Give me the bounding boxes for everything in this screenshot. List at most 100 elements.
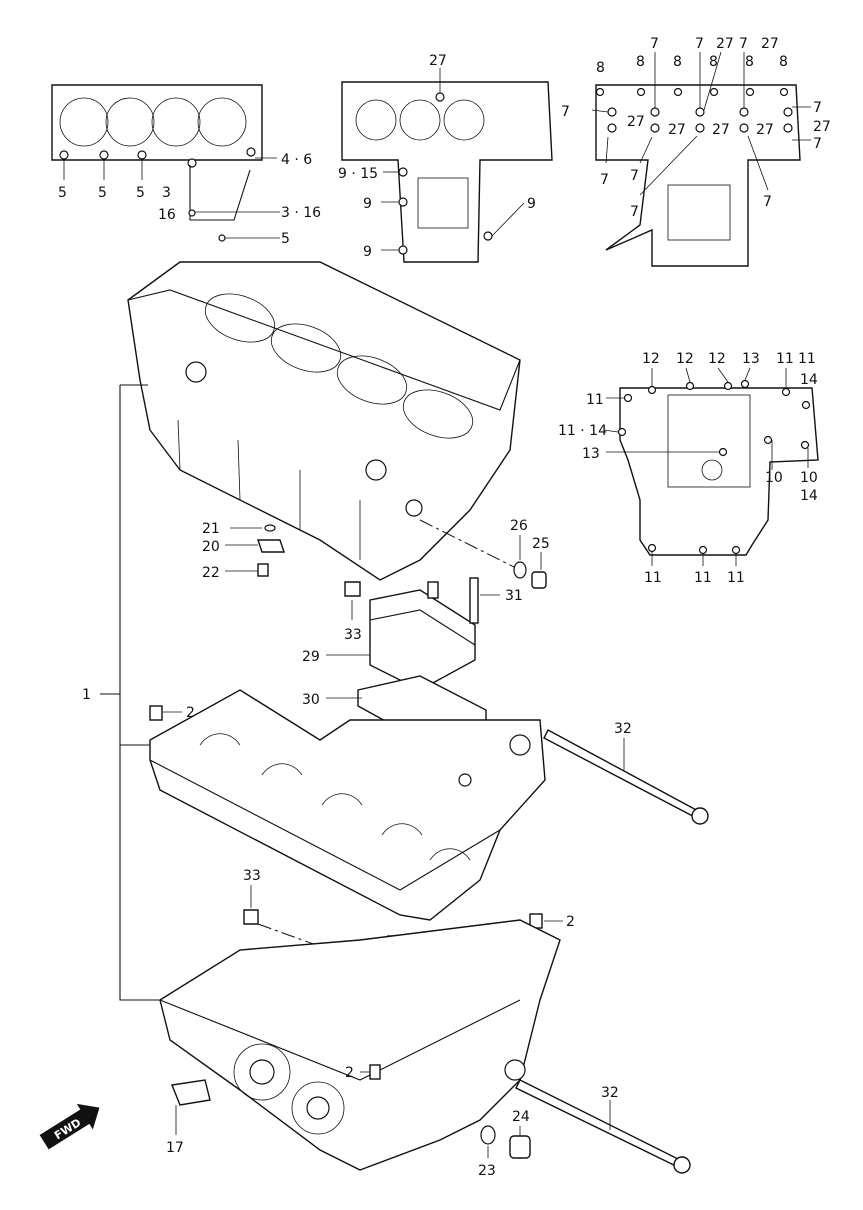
callout-5b: 5: [98, 185, 107, 201]
part-2a: [149, 705, 163, 721]
callout-27c: 27: [627, 114, 645, 130]
callout-7f: 7: [813, 136, 822, 152]
callout-29: 29: [302, 649, 320, 665]
fwd-arrow-icon: FWD: [39, 1103, 100, 1150]
part-32b-head: [673, 1156, 691, 1174]
callout-7i: 7: [630, 204, 639, 220]
callout-17: 17: [166, 1140, 184, 1156]
callout-3-16: 3 · 16: [281, 205, 321, 221]
callout-8e: 8: [745, 54, 754, 70]
upper-case-inset: [341, 68, 553, 263]
callout-9-15: 9 · 15: [338, 166, 378, 182]
callout-11d: 11: [644, 570, 662, 586]
callout-7j: 7: [763, 194, 772, 210]
part-2c: [369, 1064, 381, 1080]
callout-2c: 2: [345, 1065, 354, 1081]
part-20: [257, 539, 285, 553]
part-24: [509, 1135, 531, 1159]
callout-8b: 8: [636, 54, 645, 70]
part-17: [171, 1079, 211, 1106]
callout-9b: 9: [363, 244, 372, 260]
cylinder-block: [127, 261, 521, 581]
dash-26: [419, 519, 521, 571]
callout-31: 31: [505, 588, 523, 604]
part-31-bolt: [469, 577, 479, 624]
callout-12a: 12: [642, 351, 660, 367]
callout-11c: 11: [586, 392, 604, 408]
callout-7e: 7: [813, 100, 822, 116]
callout-16: 16: [158, 207, 176, 223]
lower-crankcase: [159, 919, 561, 1171]
callout-12c: 12: [708, 351, 726, 367]
callout-10a: 10: [765, 470, 783, 486]
callout-2b: 2: [566, 914, 575, 930]
callout-27g: 27: [813, 119, 831, 135]
middle-crankcase: [149, 689, 546, 921]
callout-30: 30: [302, 692, 320, 708]
callout-13b: 13: [582, 446, 600, 462]
part-21: [264, 524, 276, 532]
callout-7c: 7: [739, 36, 748, 52]
part-33b: [243, 909, 259, 925]
callout-13a: 13: [742, 351, 760, 367]
gasket-inset: [51, 84, 280, 242]
callout-21: 21: [202, 521, 220, 537]
part-33-nut: [344, 581, 361, 597]
callout-8d: 8: [709, 54, 718, 70]
callout-8f: 8: [779, 54, 788, 70]
callout-8a: 8: [596, 60, 605, 76]
callout-7h: 7: [630, 168, 639, 184]
callout-20: 20: [202, 539, 220, 555]
part-32a-head: [691, 807, 709, 825]
case-top-inset: [591, 51, 811, 267]
callout-24: 24: [512, 1109, 530, 1125]
callout-10b: 10: [800, 470, 818, 486]
callout-5c: 5: [136, 185, 145, 201]
callout-11-14: 11 · 14: [558, 423, 607, 439]
bracket-1: [100, 384, 160, 1001]
callout-32a: 32: [614, 721, 632, 737]
callout-27d: 27: [668, 122, 686, 138]
callout-27b: 27: [761, 36, 779, 52]
callout-8c: 8: [673, 54, 682, 70]
callout-25: 25: [532, 536, 550, 552]
callout-27a: 27: [716, 36, 734, 52]
callout-32b: 32: [601, 1085, 619, 1101]
callout-11b: 11: [798, 351, 816, 367]
callout-11f: 11: [727, 570, 745, 586]
case-bottom-inset: [603, 367, 819, 566]
callout-2a: 2: [186, 705, 195, 721]
callout-7g: 7: [600, 172, 609, 188]
callout-33b: 33: [243, 868, 261, 884]
callout-33a: 33: [344, 627, 362, 643]
callout-7d: 7: [561, 104, 570, 120]
part-23: [480, 1125, 496, 1145]
part-25: [531, 571, 547, 589]
callout-7b: 7: [695, 36, 704, 52]
callout-3: 3: [162, 185, 171, 201]
callout-23: 23: [478, 1163, 496, 1179]
callout-27f: 27: [756, 122, 774, 138]
callout-5a: 5: [58, 185, 67, 201]
callout-11a: 11: [776, 351, 794, 367]
callout-22: 22: [202, 565, 220, 581]
part-22: [257, 563, 269, 577]
callout-12b: 12: [676, 351, 694, 367]
callout-14a: 14: [800, 372, 818, 388]
callout-11e: 11: [694, 570, 712, 586]
callout-5d: 5: [281, 231, 290, 247]
callout-26: 26: [510, 518, 528, 534]
callout-7a: 7: [650, 36, 659, 52]
callout-27e: 27: [712, 122, 730, 138]
part-26: [513, 561, 527, 579]
part-32b: [515, 1079, 686, 1172]
callout-1: 1: [82, 687, 91, 703]
callout-14c: 14: [800, 488, 818, 504]
callout-9a: 9: [363, 196, 372, 212]
callout-27-top: 27: [429, 53, 447, 69]
callout-9c: 9: [527, 196, 536, 212]
callout-4-6: 4 · 6: [281, 152, 312, 168]
part-29-cover: [369, 581, 476, 691]
